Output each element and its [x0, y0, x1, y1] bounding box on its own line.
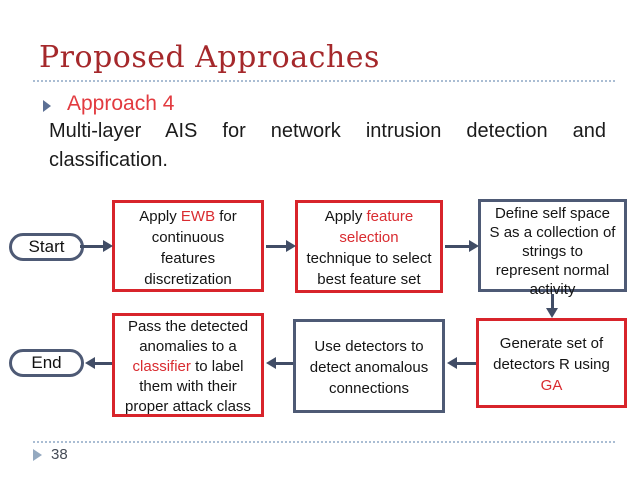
box-line: Apply feature: [324, 208, 414, 225]
arrowhead-left-icon: [447, 357, 457, 369]
flowchart-box-feature-selection: Apply feature selection technique to sel…: [295, 200, 443, 293]
approach-label: Approach 4: [67, 92, 175, 115]
box-line: technique to select: [306, 250, 432, 267]
box-line: classifier to label: [132, 358, 244, 375]
arrowhead-left-icon: [85, 357, 95, 369]
flowchart-box-classifier: Pass the detected anomalies to a classif…: [112, 313, 264, 417]
box-line: Generate set of: [499, 335, 604, 352]
arrow-start-to-discretization: [80, 245, 105, 248]
end-label: End: [31, 353, 62, 372]
arrowhead-right-icon: [103, 240, 113, 252]
highlight-feature: feature: [366, 208, 414, 225]
box-line: features: [160, 250, 216, 267]
footer-triangle-icon: [33, 449, 42, 461]
box-line: detect anomalous: [309, 359, 429, 376]
box-line: Apply EWB for: [139, 208, 237, 225]
box-line: GA: [479, 375, 624, 396]
arrow-feature-to-selfspace: [445, 245, 470, 248]
end-node: End: [9, 349, 84, 377]
box-line: proper attack class: [125, 398, 251, 415]
box-line: Pass the detected: [127, 318, 249, 335]
box-line: best feature set: [317, 271, 421, 288]
arrowhead-down-icon: [546, 308, 558, 318]
arrowhead-right-icon: [286, 240, 296, 252]
page-number: 38: [51, 446, 68, 463]
body-text: Multi-layer AIS for network intrusion de…: [49, 120, 606, 171]
arrow-selfspace-to-generate: [551, 294, 554, 310]
arrow-generate-to-use: [457, 362, 476, 365]
flowchart-box-self-space: Define self space S as a collection of s…: [478, 199, 627, 298]
arrow-discretization-to-feature: [266, 245, 288, 248]
box-line: selection: [298, 227, 440, 248]
box-line: continuous: [151, 229, 225, 246]
highlight-classifier: classifier: [132, 358, 191, 375]
highlight-selection: selection: [339, 229, 399, 246]
arrowhead-left-icon: [266, 357, 276, 369]
box-line: Use detectors to: [314, 338, 424, 355]
arrowhead-right-icon: [469, 240, 479, 252]
bullet-triangle-icon: [43, 100, 51, 112]
box-line: anomalies to a: [139, 338, 237, 355]
highlight-ga: GA: [540, 377, 563, 394]
start-node: Start: [9, 233, 84, 261]
flowchart-box-use-detectors: Use detectors to detect anomalous connec…: [293, 319, 445, 413]
flowchart-box-generate-detectors: Generate set of detectors R using GA: [476, 318, 627, 408]
box-line: activity: [529, 281, 576, 298]
title-divider: [33, 80, 615, 82]
box-line: S as a collection of: [489, 224, 616, 241]
box-line: strings to: [522, 243, 583, 260]
highlight-ewb: EWB: [180, 208, 216, 225]
box-line: Define self space: [494, 205, 611, 222]
box-line: represent normal: [495, 262, 610, 279]
page-title: Proposed Approaches: [39, 40, 380, 75]
box-line: discretization: [144, 271, 232, 288]
arrow-use-to-classifier: [276, 362, 293, 365]
box-line: them with their: [139, 378, 237, 395]
box-line: connections: [328, 380, 410, 397]
footer-divider: [33, 441, 615, 443]
arrow-classifier-to-end: [95, 362, 112, 365]
start-label: Start: [28, 237, 65, 256]
box-line: detectors R using: [493, 356, 610, 373]
flowchart-box-discretization: Apply EWB for continuous features discre…: [112, 200, 264, 292]
